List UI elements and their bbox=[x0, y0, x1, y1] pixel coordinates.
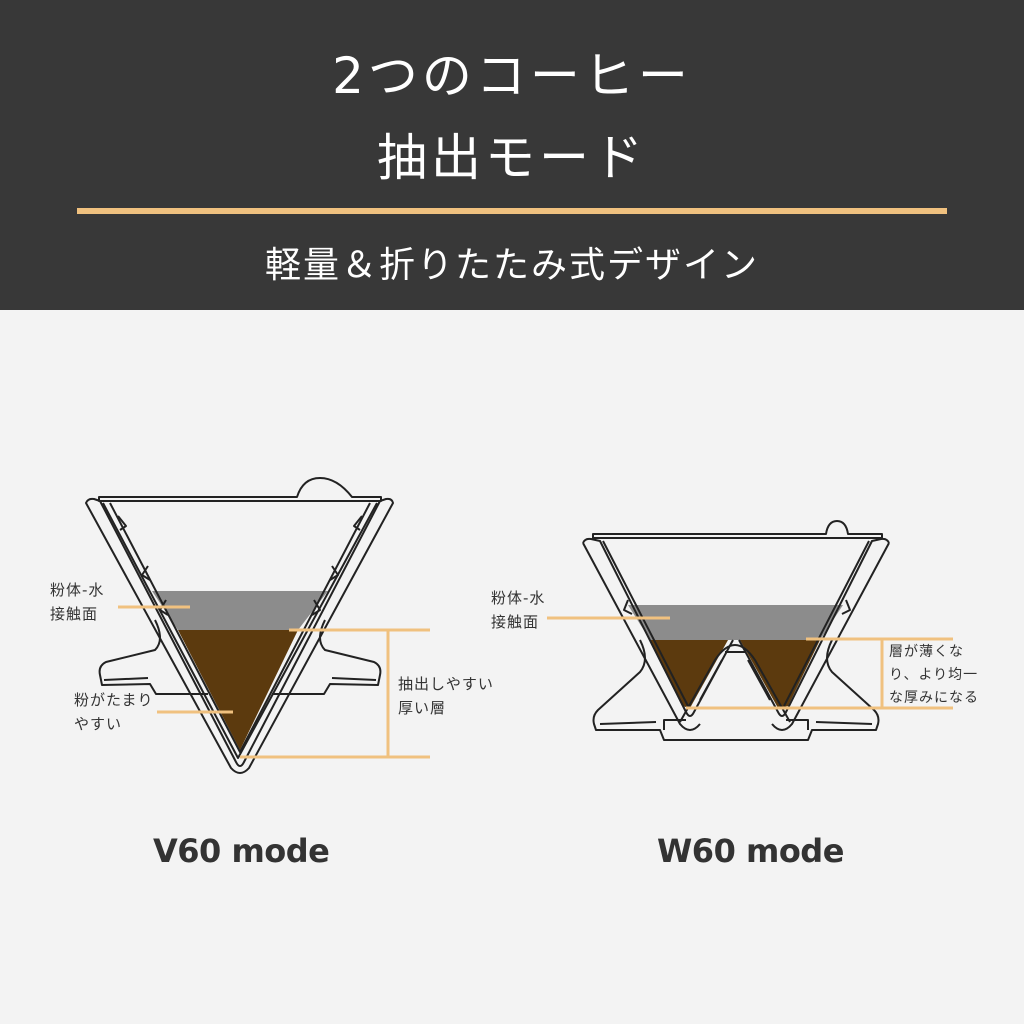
w60-thin-layer-label: 層が薄くな り、より均一 な厚みになる bbox=[889, 644, 979, 706]
dripper-illustrations bbox=[85, 477, 953, 774]
subtitle: 軽量＆折りたたみ式デザイン bbox=[264, 245, 759, 286]
w60-annotation-lines bbox=[547, 616, 953, 710]
header-banner: 2つのコーヒー 抽出モード 軽量＆折りたたみ式デザイン bbox=[0, 0, 1024, 310]
v60-dripper-icon bbox=[85, 477, 394, 774]
w60-mode-title: W60 mode bbox=[657, 832, 844, 870]
title-line-2: 抽出モード bbox=[377, 129, 647, 187]
v60-powder-accumulates-label: 粉がたまり やすい bbox=[74, 691, 154, 733]
v60-thick-layer-label: 抽出しやすい 厚い層 bbox=[398, 675, 494, 717]
w60-contact-surface-label: 粉体-水 接触面 bbox=[491, 589, 546, 631]
v60-contact-surface-label: 粉体-水 接触面 bbox=[50, 581, 105, 623]
v60-mode-title: V60 mode bbox=[153, 832, 330, 870]
accent-divider bbox=[77, 208, 947, 214]
diagram-area: 粉体-水 接触面 粉がたまり やすい 抽出しやすい 厚い層 V60 mode 粉… bbox=[0, 310, 1024, 1024]
v60-annotation-lines bbox=[118, 605, 430, 759]
title-line-1: 2つのコーヒー bbox=[332, 47, 692, 105]
w60-dripper-icon bbox=[582, 520, 890, 741]
